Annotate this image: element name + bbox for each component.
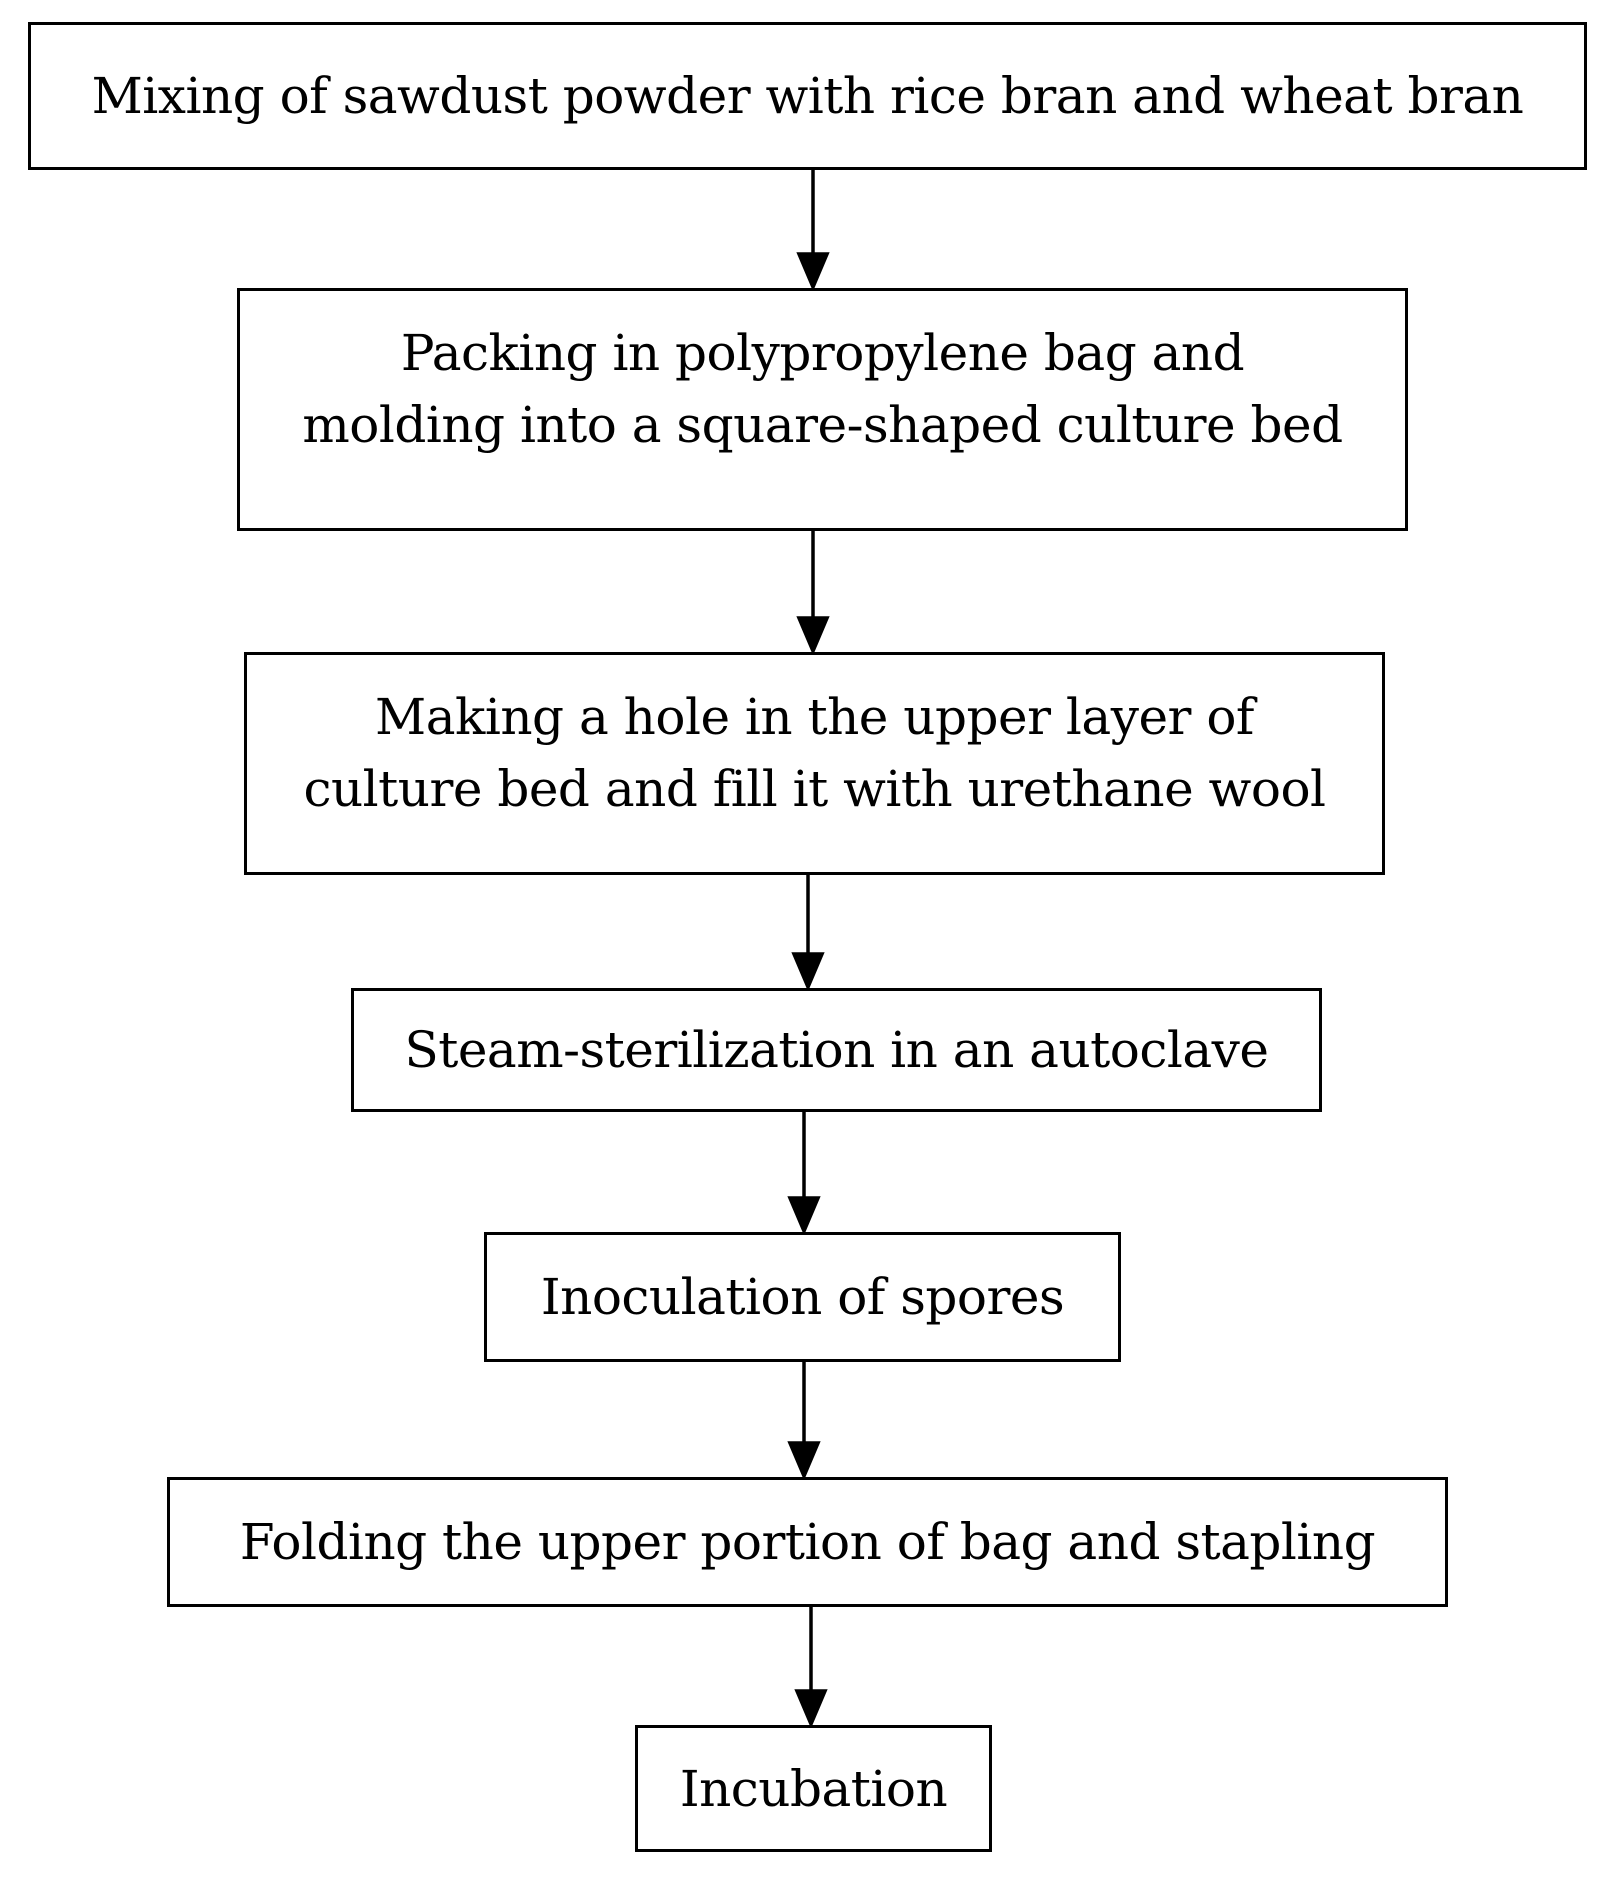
step-label: Making a hole in the upper layer of cult… <box>303 688 1326 818</box>
step-label: Inoculation of spores <box>540 1268 1065 1326</box>
step-inoculation: Inoculation of spores <box>484 1232 1121 1362</box>
arrow-6-to-7 <box>794 1607 828 1729</box>
step-hole-making: Making a hole in the upper layer of cult… <box>244 652 1385 875</box>
step-label: Folding the upper portion of bag and sta… <box>239 1513 1376 1571</box>
step-packing: Packing in polypropylene bag and molding… <box>237 288 1408 531</box>
step-label: Incubation <box>679 1759 948 1818</box>
step-label: Mixing of sawdust powder with rice bran … <box>91 67 1524 125</box>
step-label: Packing in polypropylene bag and molding… <box>302 324 1343 454</box>
arrow-1-to-2 <box>796 170 830 292</box>
arrow-2-to-3 <box>796 531 830 656</box>
step-mixing: Mixing of sawdust powder with rice bran … <box>28 22 1587 170</box>
step-incubation: Incubation <box>635 1725 992 1852</box>
arrow-3-to-4 <box>791 875 825 992</box>
step-label: Steam-sterilization in an autoclave <box>404 1021 1269 1079</box>
step-sterilization: Steam-sterilization in an autoclave <box>351 988 1322 1112</box>
arrow-5-to-6 <box>787 1362 821 1481</box>
step-folding: Folding the upper portion of bag and sta… <box>167 1477 1448 1607</box>
arrow-4-to-5 <box>787 1112 821 1236</box>
